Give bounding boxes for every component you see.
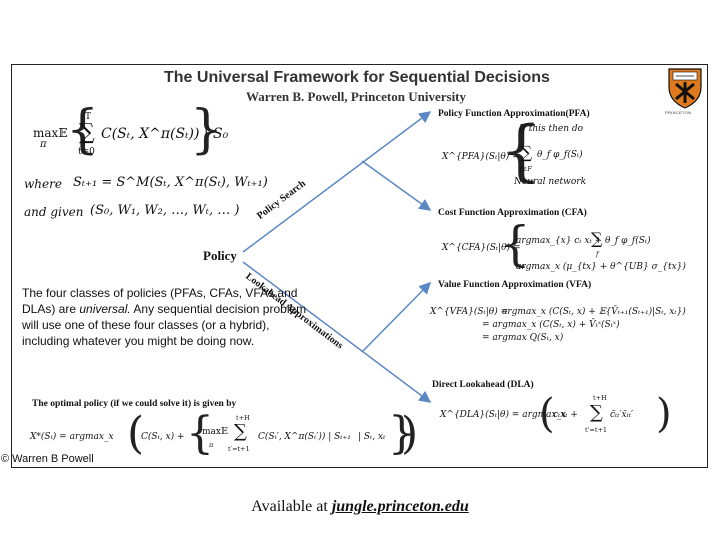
four-classes-description: The four classes of policies (PFAs, CFAs… [22, 285, 312, 349]
vfa-line-1: argmax_x (C(Sₜ, x) + 𝔼{V̄ₜ₊₁(Sₜ₊₁)|Sₜ, x… [502, 307, 686, 317]
pfa-heading: Policy Function Approximation(PFA) [438, 109, 590, 119]
dla-sum-top: t+H [593, 394, 607, 402]
optimal-brace-right: } [388, 408, 416, 459]
optimal-brace-left: { [186, 408, 214, 459]
and-given-label: and given [24, 205, 84, 219]
dla-heading: Direct Lookahead (DLA) [432, 380, 534, 390]
pfa-brace: { [500, 112, 542, 189]
transition-equation: Sₜ₊₁ = S^M(Sₜ, X^π(Sₜ), Wₜ₊₁) [73, 175, 268, 190]
pfa-sum-icon: ∑ [520, 143, 533, 163]
arrow-to-dla [242, 261, 432, 403]
slide-title: The Universal Framework for Sequential D… [164, 69, 550, 86]
objective-body: C(Sₜ, X^π(Sₜ)) | S₀ [101, 126, 229, 142]
optimal-expectation: 𝔼 [221, 427, 228, 437]
objective-max: max [33, 126, 59, 140]
optimal-inner-future: C(Sₜ′, X^π(Sₜ′)) | Sₜ₊₁ [258, 432, 351, 442]
arrow-to-cfa [361, 160, 432, 211]
pfa-lhs: X^{PFA}(Sₜ|θ) = [442, 152, 520, 162]
copyright-notice: © Warren B Powell [1, 453, 94, 465]
objective-sum-bottom: t=0 [78, 147, 95, 157]
dla-body-lookahead: c̃ₜₜ′x̃ₜₜ′ [610, 410, 634, 420]
slide-subtitle: Warren B. Powell, Princeton University [246, 89, 467, 104]
optimal-lhs: X*(Sₜ) = argmax_x [30, 432, 114, 442]
vfa-line-3: = argmax Q(Sₜ, x) [482, 333, 564, 343]
pfa-case-rule: If this then do [519, 124, 584, 134]
optimal-max-sub: π [209, 441, 214, 449]
arrow-to-vfa [361, 281, 432, 353]
objective-brace-left: { [66, 100, 100, 160]
cfa-sum-bottom: f [596, 250, 599, 258]
vfa-lhs: X^{VFA}(Sₜ|θ) = [430, 307, 509, 317]
optimal-paren-left: ( [127, 408, 145, 459]
crest-caption: PRINCETON [665, 110, 692, 115]
cfa-case-ucb: argmax_x (μ_{tx} + θ^{UB} σ_{tx}) [516, 262, 686, 272]
slide-frame [11, 64, 708, 468]
description-emphasis: universal. [79, 302, 131, 316]
dla-paren-right: ) [656, 391, 672, 437]
pfa-sum-bottom: f∈F [520, 165, 532, 173]
cfa-case-linear: argmax_{x} cₜ xₜ + [516, 236, 603, 246]
objective-sum-top: T [85, 112, 92, 122]
cfa-heading: Cost Function Approximation (CFA) [438, 208, 587, 218]
where-label: where [24, 177, 62, 191]
princeton-shield-icon [668, 68, 702, 109]
footer-prefix: Available at [251, 498, 332, 515]
pfa-case-linear: θ_f φ_f(Sₜ) [537, 150, 583, 160]
objective-expectation: 𝔼 [58, 126, 68, 140]
optimal-sum-icon: ∑ [234, 421, 247, 442]
cfa-lhs: X^{CFA}(Sₜ|θ) = [442, 243, 521, 253]
vfa-heading: Value Function Approximation (VFA) [438, 280, 592, 290]
optimal-max: max [202, 427, 221, 437]
pfa-case-neural: Neural network [514, 177, 587, 187]
dla-paren-left: ( [539, 391, 555, 437]
vfa-line-2: = argmax_x (C(Sₜ, x) + V̄ₜˣ(Sₜˣ) [482, 320, 620, 330]
optimal-sum-top: t+H [236, 414, 250, 422]
description-part-1: The four classes of policies (PFAs, CFAs… [22, 286, 298, 316]
objective-pi: π [40, 139, 47, 150]
cfa-case-linear-sum: θ_f φ_f(Sₜ) [605, 236, 651, 246]
dla-sum-bottom: t'=t+1 [585, 426, 608, 434]
optimal-inner-cost: C(Sₜ, x) + [141, 432, 185, 442]
optimal-paren-right: ) [401, 408, 419, 459]
footer-availability: Available at jungle.princeton.edu [0, 498, 720, 516]
cfa-sum-icon: ∑ [591, 229, 603, 248]
optimal-policy-heading: The optimal policy (if we could solve it… [32, 399, 237, 409]
dla-sum-icon: ∑ [590, 402, 603, 423]
optimal-inner-condition: | Sₜ, xₜ [358, 432, 386, 442]
cfa-brace: { [500, 216, 531, 272]
objective-formula: max𝔼 [33, 124, 67, 142]
dla-lhs: X^{DLA}(Sₜ|θ) = argmax_x [440, 410, 567, 420]
dla-body: cₜxₜ + [553, 410, 578, 420]
policy-label: Policy [203, 248, 237, 263]
exogenous-sequence: (S₀, W₁, W₂, …, Wₜ, … ) [90, 203, 240, 218]
footer-link[interactable]: jungle.princeton.edu [331, 498, 469, 515]
objective-brace-right: } [190, 100, 224, 160]
arrow-to-pfa [242, 111, 432, 253]
optimal-sum-bottom: t′=t+1 [228, 445, 250, 453]
description-part-3: Any sequential decision problem will use… [22, 302, 307, 348]
objective-sum-icon: ∑ [79, 120, 95, 145]
